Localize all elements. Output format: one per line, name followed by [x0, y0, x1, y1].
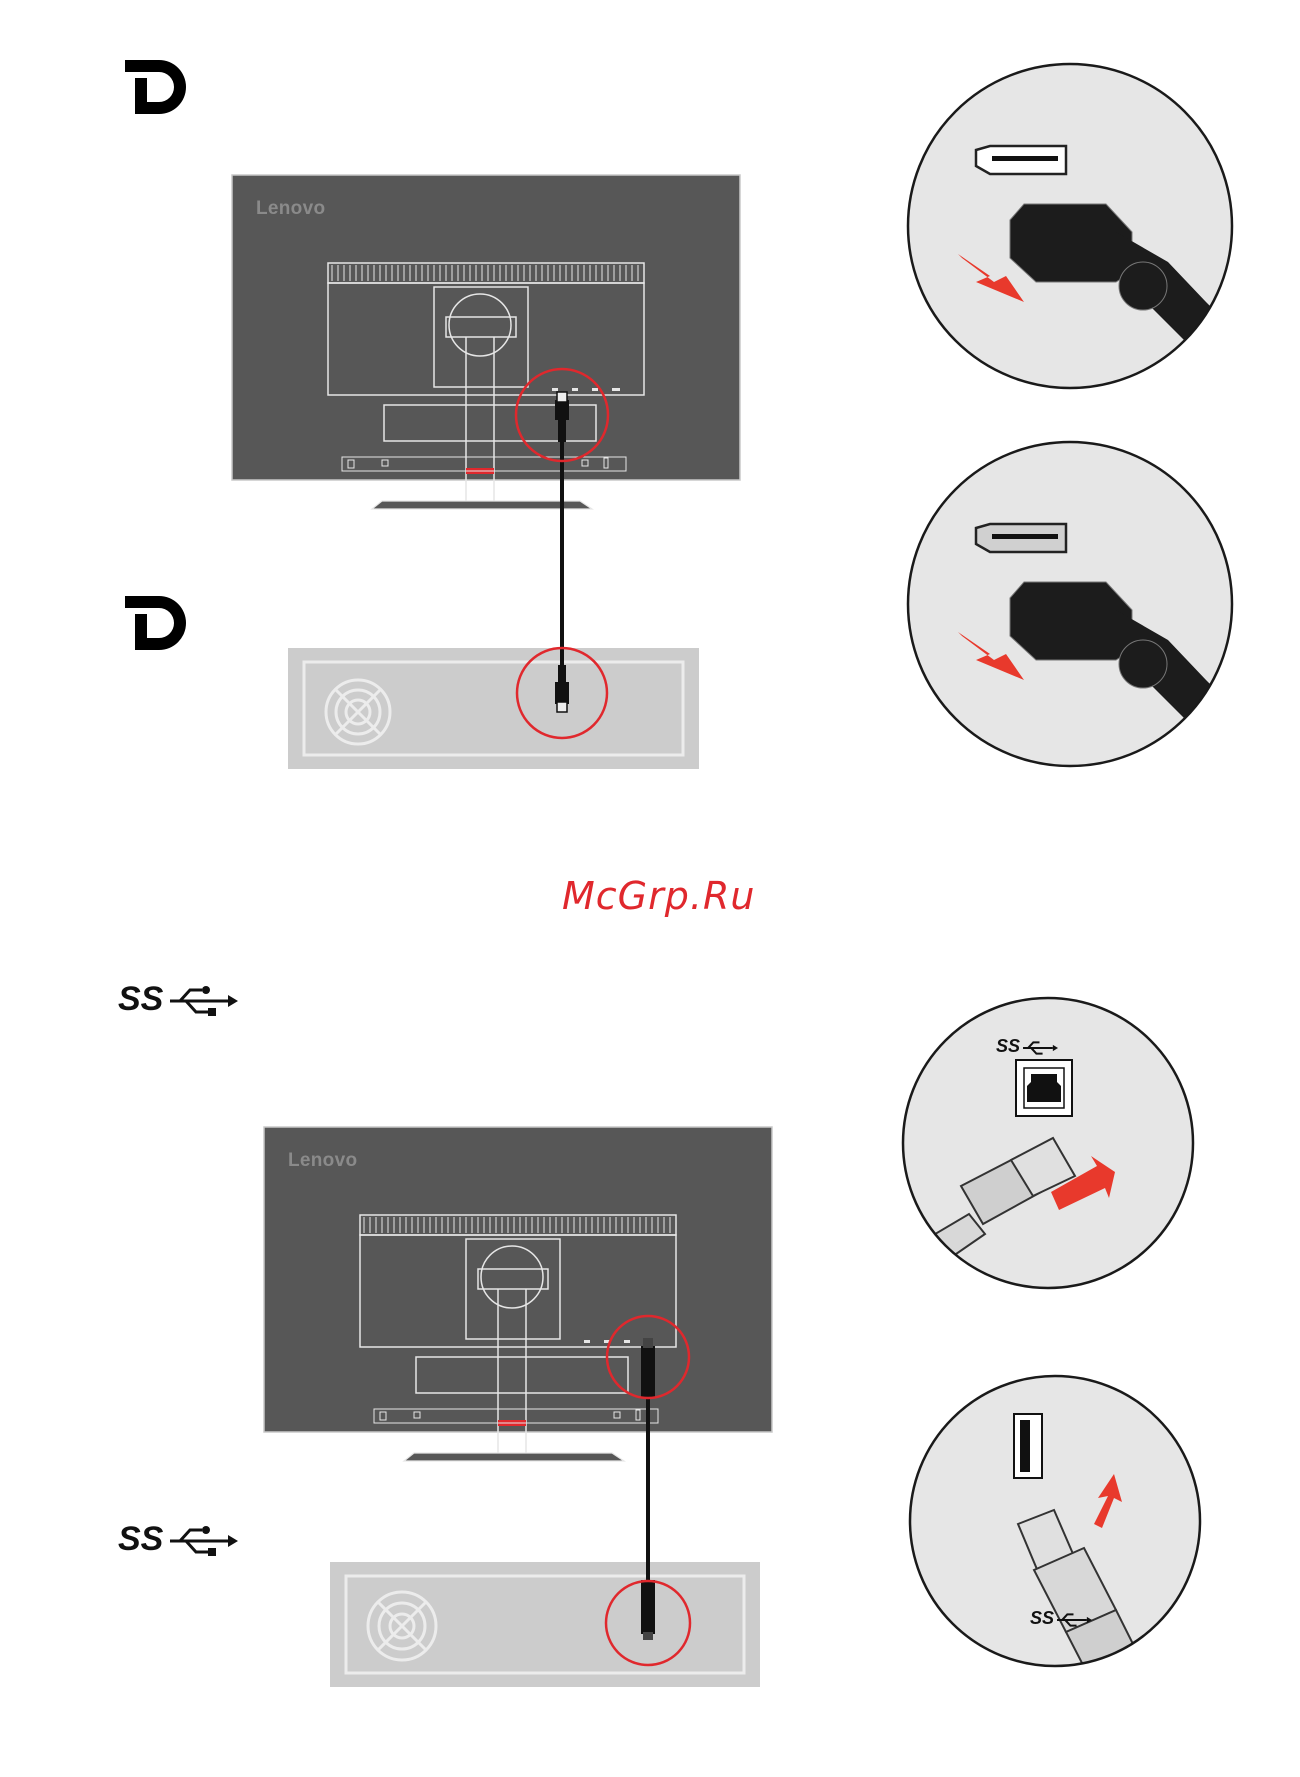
usb-ss-logo-text: SS: [118, 1520, 163, 1559]
usb-ss-logo-text: SS: [1030, 1608, 1054, 1629]
usb-superspeed-logo-icon: SS: [996, 1036, 1066, 1058]
displayport-logo-icon: [125, 60, 191, 114]
monitor-brand-label: Lenovo: [256, 198, 325, 220]
usb-superspeed-logo-icon: SS: [118, 980, 238, 1020]
usb-ss-logo-text: SS: [118, 980, 163, 1019]
displayport-connector-detail-1: [906, 62, 1234, 390]
displayport-logo-icon: [125, 596, 191, 650]
watermark-text: McGrp.Ru: [562, 874, 755, 918]
displayport-cable: [500, 360, 630, 740]
usb-superspeed-logo-icon: SS: [118, 1520, 238, 1560]
computer-rear-panel: [288, 648, 700, 770]
monitor-rear-view: [232, 175, 742, 515]
displayport-connector-detail-2: [906, 440, 1234, 768]
usb-ss-logo-text: SS: [996, 1036, 1020, 1057]
usb-superspeed-logo-icon: SS: [1030, 1608, 1100, 1630]
monitor-brand-label: Lenovo: [288, 1150, 357, 1172]
usb-cable: [590, 1300, 710, 1700]
